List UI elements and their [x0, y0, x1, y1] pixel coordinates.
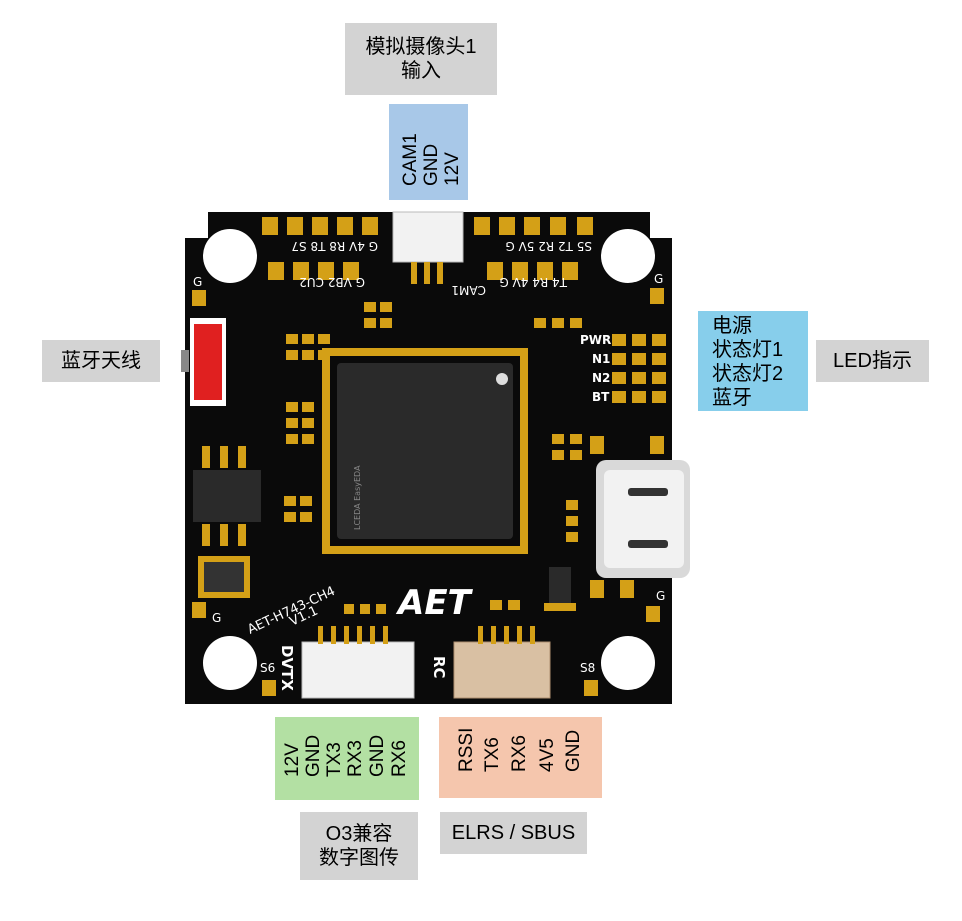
silk-top-right-2: T4 R4 4V G — [499, 275, 568, 289]
rc-pin-box — [439, 717, 602, 798]
silk-n2: N2 — [592, 371, 610, 385]
baro-sensor — [193, 470, 261, 522]
led-state-box — [698, 311, 808, 411]
silk-g-bl: G — [212, 611, 221, 625]
pad-g-tr — [650, 288, 664, 304]
mount-hole-tr — [601, 229, 655, 283]
dvtx-pin-box — [275, 717, 419, 800]
pad-s6 — [262, 680, 276, 696]
bt-antenna-label: 蓝牙天线 — [42, 340, 160, 382]
aet-logo: AET — [395, 583, 474, 623]
diode — [549, 567, 571, 607]
chip-brand: LCEDA EasyEDA — [353, 465, 362, 530]
dvtx-connector — [301, 641, 415, 699]
camera-input-label-line1: 模拟摄像头1 — [365, 36, 477, 58]
pad-g-bl — [192, 602, 206, 618]
silk-top-left-2: G VB2 CU2 — [299, 275, 365, 289]
cam-connector — [392, 211, 464, 263]
silk-g-tl: G — [193, 275, 202, 289]
silk-rc: RC — [430, 656, 448, 679]
pad-g-tl — [192, 290, 206, 306]
mount-hole-bl — [203, 636, 257, 690]
camera-input-label: 模拟摄像头1 输入 — [345, 23, 497, 95]
silk-n1: N1 — [592, 352, 610, 366]
silk-top-right: S5 T2 R2 5V G — [505, 239, 592, 253]
camera-input-label-line2: 输入 — [401, 60, 441, 82]
silk-cam1: CAM1 — [451, 283, 486, 297]
elrs-sbus-label: ELRS / SBUS — [440, 812, 587, 854]
top-right-pads — [474, 217, 593, 280]
led-state-1: 状态灯1 — [712, 339, 784, 361]
silk-g-tr: G — [654, 272, 663, 286]
camera-pin-box — [389, 104, 468, 200]
silk-s8: S8 — [580, 661, 595, 675]
led-pads — [612, 334, 666, 403]
led-state-2: 状态灯2 — [712, 363, 784, 385]
mount-hole-tl — [203, 229, 257, 283]
pad-s8 — [584, 680, 598, 696]
led-state-bt: 蓝牙 — [712, 387, 752, 409]
led-state-power: 电源 — [712, 315, 752, 337]
silk-s6: S6 — [260, 661, 275, 675]
silk-bt: BT — [592, 390, 610, 404]
led-indicator-label: LED指示 — [816, 340, 929, 382]
silk-dvtx: DVTX — [278, 645, 296, 691]
top-left-pads — [262, 217, 378, 280]
o3-compat-line2: 数字图传 — [319, 847, 399, 869]
o3-compat-label: O3兼容 数字图传 — [300, 812, 418, 880]
silk-g-br: G — [656, 589, 665, 603]
o3-compat-line1: O3兼容 — [325, 823, 393, 845]
silk-pwr: PWR — [580, 333, 611, 347]
pad-g-br — [646, 606, 660, 622]
mount-hole-br — [601, 636, 655, 690]
led-state-list: 电源 状态灯1 状态灯2 蓝牙 — [712, 314, 783, 410]
rc-connector — [453, 641, 551, 699]
mcu-chip — [337, 363, 513, 539]
silk-top-left: G 4V R8 T8 S7 — [291, 239, 378, 253]
